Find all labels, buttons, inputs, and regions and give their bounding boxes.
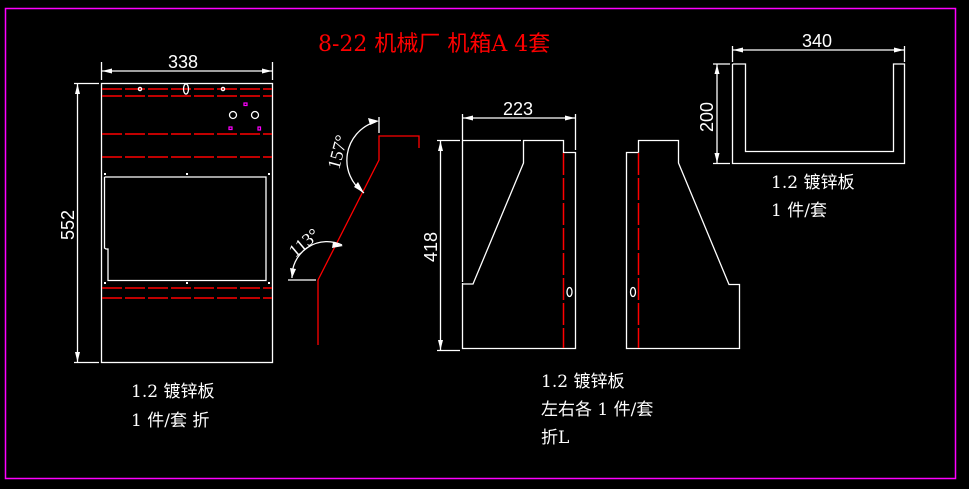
corner-mark	[104, 282, 106, 284]
corner-mark	[104, 173, 106, 175]
dimension-label: 340	[802, 31, 832, 51]
corner-mark	[186, 173, 188, 175]
dimension-label: 552	[58, 210, 78, 240]
corner-mark	[268, 282, 270, 284]
side-panel-outline	[461, 139, 577, 350]
dimension-label: 200	[697, 102, 717, 132]
slot-hole	[629, 286, 637, 298]
note-quantity: 左右各 1 件/套	[541, 400, 653, 420]
side-panel-outline	[625, 139, 741, 350]
marker	[243, 102, 248, 107]
side-panel-left	[461, 114, 577, 350]
dimension-width-340: 340	[731, 31, 906, 62]
dimension-height-418: 418	[421, 139, 460, 352]
note-material: 1.2 镀锌板	[131, 382, 214, 402]
note-bend: 折L	[541, 428, 569, 448]
dimension-label: 338	[168, 52, 198, 72]
note-material: 1.2 镀锌板	[541, 372, 624, 392]
small-hole	[220, 86, 226, 92]
round-hole	[228, 110, 238, 120]
small-hole	[137, 86, 143, 92]
drawing-frame	[4, 7, 957, 480]
dimension-label: 223	[503, 99, 533, 119]
u-bracket-outline	[731, 63, 906, 165]
marker	[228, 126, 233, 131]
angle-label-bottom: 113°	[285, 224, 324, 261]
front-panel	[100, 82, 274, 364]
profile-line	[317, 135, 420, 345]
dimension-width-223: 223	[462, 99, 577, 150]
dimension-width-338: 338	[100, 52, 274, 80]
corner-mark	[268, 173, 270, 175]
u-bracket	[731, 63, 906, 165]
note-quantity: 1 件/套 折	[131, 411, 209, 431]
dimension-height-552: 552	[58, 82, 99, 364]
side-panel-right	[625, 139, 741, 350]
slot-hole	[182, 83, 190, 95]
bend-profile: 157° 113°	[285, 117, 420, 345]
front-panel-outline	[100, 82, 274, 364]
note-material: 1.2 镀锌板	[771, 173, 854, 193]
note-quantity: 1 件/套	[771, 201, 827, 221]
dimension-height-200: 200	[697, 63, 730, 165]
round-hole	[250, 110, 260, 120]
marker	[257, 126, 262, 131]
slot-hole	[566, 286, 573, 298]
dimension-label: 418	[421, 232, 441, 262]
corner-mark	[186, 282, 188, 284]
drawing-title: 8-22 机械厂 机箱A 4套	[318, 32, 550, 57]
window-cutout	[103, 176, 267, 282]
